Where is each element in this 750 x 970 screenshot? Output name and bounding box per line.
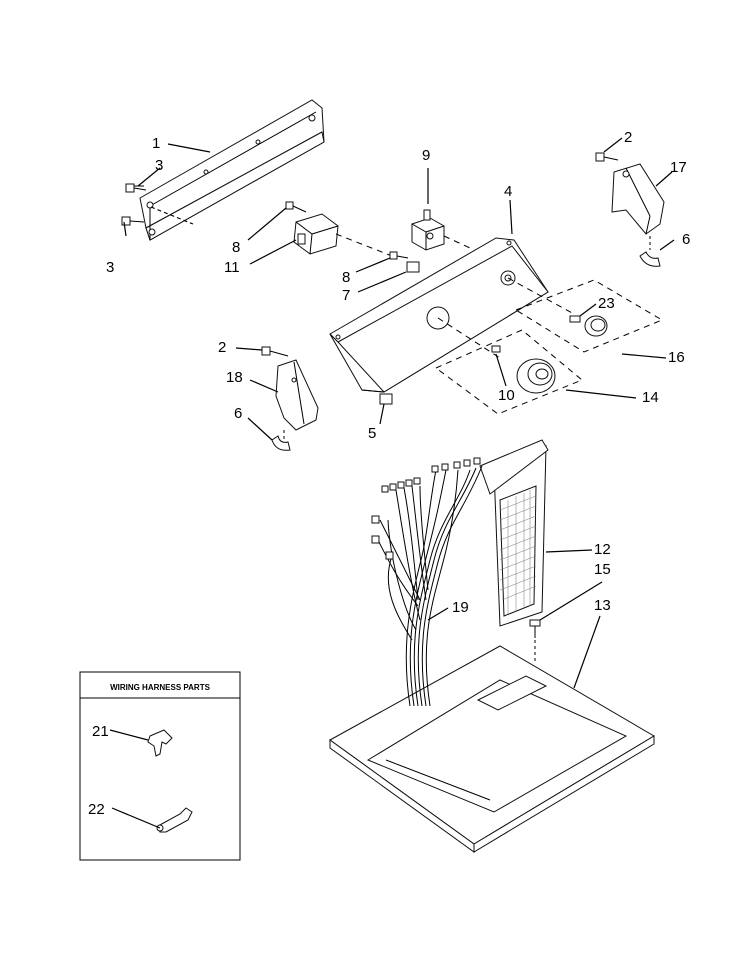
knob-assembly-16-box xyxy=(514,279,664,353)
callout-8-upper: 8 xyxy=(232,239,240,256)
dryer-top-panel xyxy=(329,645,655,853)
wiring-harness xyxy=(377,465,483,707)
inset-title: WIRING HARNESS PARTS xyxy=(110,683,211,692)
wire-clip-21 xyxy=(147,729,173,757)
screw-2-left xyxy=(261,346,289,357)
clip-6-left xyxy=(271,435,291,451)
callout-7: 7 xyxy=(342,287,350,304)
callout-14: 14 xyxy=(642,389,659,406)
callout-23: 23 xyxy=(598,295,615,312)
callout-4: 4 xyxy=(504,183,512,200)
callout-13: 13 xyxy=(594,597,611,614)
harness-connectors xyxy=(371,457,481,560)
wiring-harness-inset xyxy=(79,671,241,861)
console-clip-5 xyxy=(379,393,393,405)
end-cap-left xyxy=(275,359,319,440)
plug-7 xyxy=(406,261,420,273)
callout-17: 17 xyxy=(670,159,687,176)
timer-switch xyxy=(293,213,339,255)
callout-12: 12 xyxy=(594,541,611,558)
callout-3-lower: 3 xyxy=(106,259,114,276)
callout-2-left: 2 xyxy=(218,339,226,356)
screw-8-upper xyxy=(285,201,307,213)
push-to-start-switch xyxy=(411,209,445,251)
callout-labels: 1 3 3 9 4 2 17 6 8 11 8 7 23 16 2 18 10 … xyxy=(88,129,690,818)
callout-10: 10 xyxy=(498,387,515,404)
callout-2-right: 2 xyxy=(624,129,632,146)
screw-2-right xyxy=(595,152,619,162)
callout-9: 9 xyxy=(422,147,430,164)
callout-15: 15 xyxy=(594,561,611,578)
callout-3-upper: 3 xyxy=(155,157,163,174)
callout-22: 22 xyxy=(88,801,105,818)
callout-8-lower: 8 xyxy=(342,269,350,286)
callout-1: 1 xyxy=(152,135,160,152)
lint-screen xyxy=(479,439,549,627)
callout-19: 19 xyxy=(452,599,469,616)
knob-assembly-14-box xyxy=(435,329,583,415)
knob-23 xyxy=(569,315,608,337)
leader-lines xyxy=(123,137,675,689)
clip-6-right xyxy=(639,251,661,267)
timer-knob-10 xyxy=(491,345,556,394)
end-cap-right xyxy=(611,163,665,250)
screw-3-upper xyxy=(125,183,147,193)
screw-15 xyxy=(529,619,541,662)
screw-3-lower xyxy=(121,216,145,226)
screw-8-lower xyxy=(389,251,409,260)
callout-16: 16 xyxy=(668,349,685,366)
callout-6-right: 6 xyxy=(682,231,690,248)
wire-terminal-22 xyxy=(156,807,193,833)
console-rear-panel xyxy=(139,99,325,241)
callout-11: 11 xyxy=(224,259,240,276)
callout-6-left: 6 xyxy=(234,405,242,422)
control-console xyxy=(329,237,549,393)
callout-5: 5 xyxy=(368,425,376,442)
callout-18: 18 xyxy=(226,369,243,386)
callout-21: 21 xyxy=(92,723,109,740)
